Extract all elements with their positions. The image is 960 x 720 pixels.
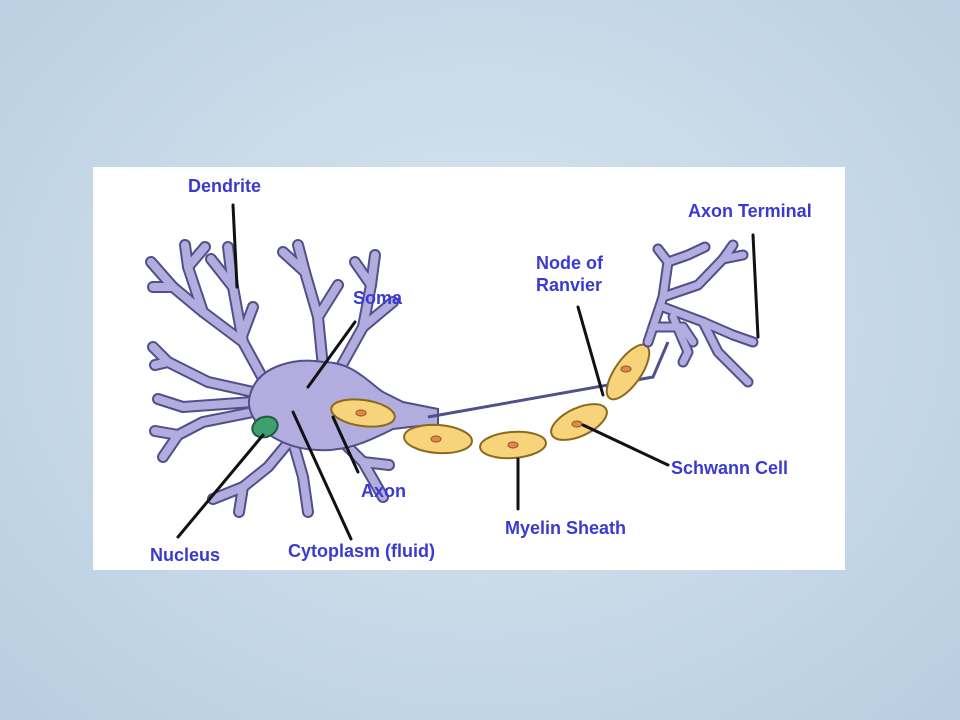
schwann-cell-pointer xyxy=(581,423,670,467)
label-schwann-cell: Schwann Cell xyxy=(671,458,789,478)
nucleus-shape xyxy=(251,415,279,439)
label-axon-terminal: Axon Terminal xyxy=(688,201,812,221)
label-myelin-sheath: Myelin Sheath xyxy=(505,518,627,538)
neuron-diagram-panel: Dendrite Soma Axon Nucleus Cytoplasm (fl… xyxy=(93,167,845,570)
label-node-of-ranvier-line-2: Ranvier xyxy=(536,275,603,295)
label-node-of-ranvier: Node of Ranvier xyxy=(536,252,646,296)
myelin-segments xyxy=(330,343,651,460)
label-nucleus: Nucleus xyxy=(150,545,221,565)
schwann-nucleus xyxy=(430,435,442,443)
schwann-nucleus xyxy=(571,420,583,428)
nucleus-pointer xyxy=(176,433,265,539)
axon-terminal-pointer xyxy=(751,233,760,339)
dendrite-tree xyxy=(145,239,399,518)
schwann-nucleus xyxy=(620,365,632,373)
label-soma: Soma xyxy=(353,288,403,308)
label-axon: Axon xyxy=(361,481,406,501)
label-dendrite: Dendrite xyxy=(188,176,262,196)
axon-pointer xyxy=(331,415,360,474)
dendrite-pointer xyxy=(231,203,239,289)
label-node-of-ranvier-line-1: Node of xyxy=(536,253,603,273)
schwann-nucleus xyxy=(507,441,519,449)
neuron-diagram xyxy=(145,203,760,541)
node-of-ranvier-pointer xyxy=(576,305,605,397)
label-cytoplasm: Cytoplasm (fluid) xyxy=(288,541,435,561)
cytoplasm-pointer xyxy=(291,410,353,541)
axon-terminal-branches xyxy=(642,239,759,388)
axon-line xyxy=(427,341,670,419)
pointer-lines xyxy=(176,203,760,541)
schwann-nucleus xyxy=(355,409,367,417)
soma-pointer xyxy=(306,320,357,389)
